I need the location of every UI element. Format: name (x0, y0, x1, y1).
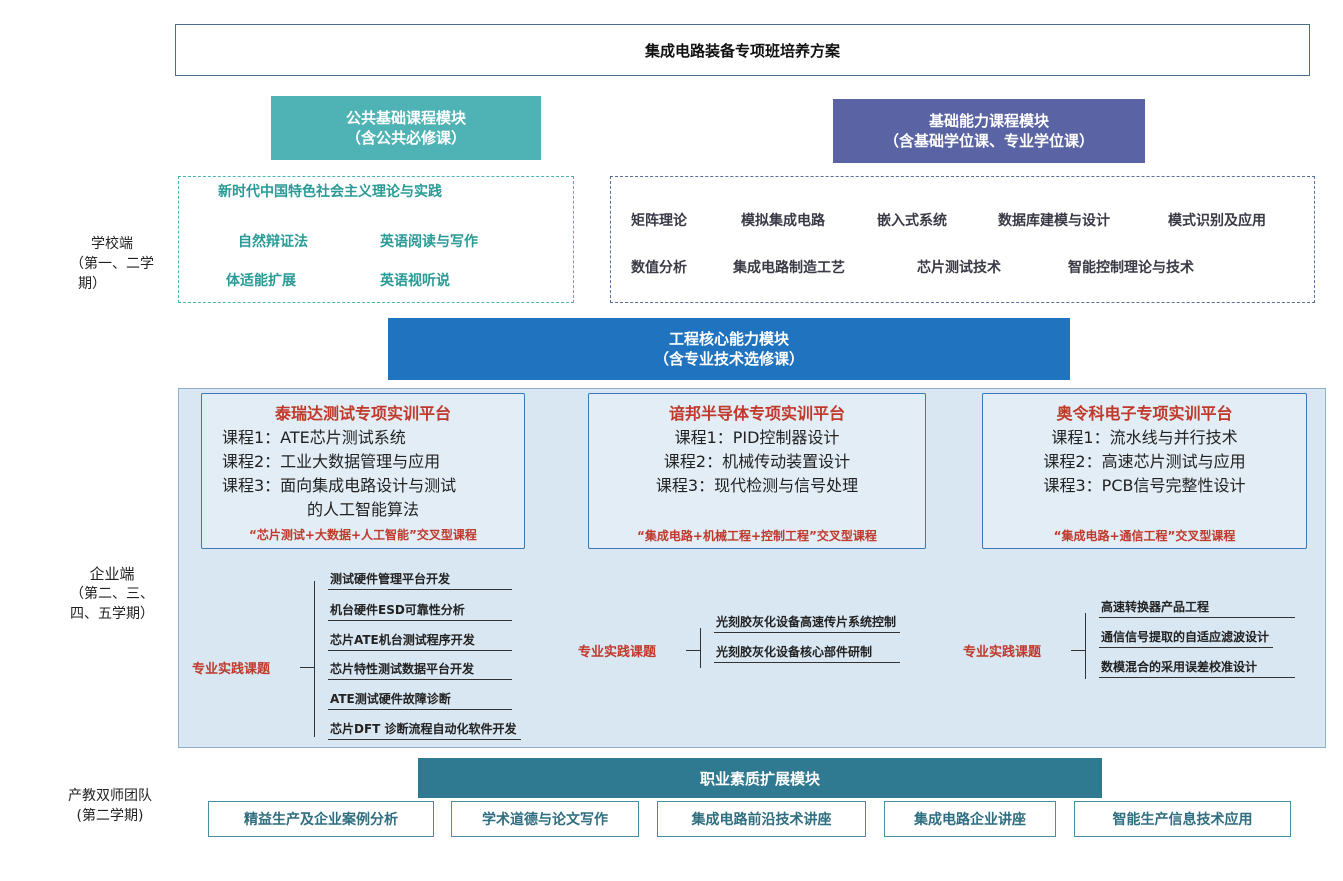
connector-line (1071, 650, 1085, 651)
public-module-subtitle: （含公共必修课） (345, 129, 466, 147)
practice-label: 专业实践课题 (192, 662, 271, 677)
career-module-header: 职业素质扩展模块 (418, 758, 1102, 798)
basic-course: 嵌入式系统 (877, 213, 947, 229)
platform-course: 课程2：工业大数据管理与应用 (222, 451, 441, 471)
career-item-label: 集成电路企业讲座 (914, 812, 1026, 828)
practice-label: 专业实践课题 (963, 645, 1042, 660)
platform-course: 课程2：高速芯片测试与应用 (1043, 452, 1246, 471)
platform-course: 课程1：ATE芯片测试系统 (222, 427, 406, 447)
basic-module-header: 基础能力课程模块 （含基础学位课、专业学位课） (833, 99, 1145, 163)
school-label: 学校端 （第一、二学 期） (48, 232, 176, 296)
platform-title: 奥令科电子专项实训平台 (1056, 404, 1233, 423)
platform-course: 课程1：流水线与并行技术 (1051, 428, 1238, 447)
public-courses-box (178, 176, 574, 303)
faculty-label: 产教双师团队 (第二学期) (40, 783, 180, 829)
practice-topic: 芯片特性测试数据平台开发 (328, 660, 512, 680)
school-label-line1: 学校端 (91, 236, 133, 252)
basic-module-title: 基础能力课程模块 (928, 112, 1049, 130)
practice-topic: 测试硬件管理平台开发 (328, 570, 512, 590)
core-module-subtitle: （含专业技术选修课） (653, 350, 804, 368)
basic-course: 模拟集成电路 (741, 213, 825, 229)
enterprise-label-line2: （第二、三、 (70, 586, 154, 602)
school-label-line2: （第一、二学 (70, 256, 154, 272)
career-item: 精益生产及企业案例分析 (208, 801, 434, 837)
page-title: 集成电路装备专项班培养方案 (644, 41, 840, 60)
public-course: 英语视听说 (380, 273, 450, 289)
bracket-line (1085, 613, 1086, 679)
platform-title: 谙邦半导体专项实训平台 (668, 404, 845, 423)
career-item: 集成电路前沿技术讲座 (657, 801, 866, 837)
basic-courses-box (610, 176, 1315, 303)
platform-tag: “集成电路+机械工程+控制工程”交叉型课程 (637, 529, 877, 543)
connector-line (686, 650, 700, 651)
practice-topic: ATE测试硬件故障诊断 (328, 690, 512, 710)
career-module-title: 职业素质扩展模块 (699, 769, 820, 788)
public-course: 新时代中国特色社会主义理论与实践 (218, 184, 442, 200)
practice-topic: 芯片DFT 诊断流程自动化软件开发 (328, 720, 521, 740)
career-item-label: 精益生产及企业案例分析 (244, 812, 398, 828)
practice-topic: 数模混合的采用误差校准设计 (1099, 658, 1295, 678)
basic-module-subtitle: （含基础学位课、专业学位课） (883, 132, 1094, 150)
public-module-title: 公共基础课程模块 (345, 109, 466, 127)
basic-course: 芯片测试技术 (917, 260, 1001, 276)
platform-card: 奥令科电子专项实训平台 课程1：流水线与并行技术 课程2：高速芯片测试与应用 课… (982, 393, 1307, 549)
faculty-label-line2: (第二学期) (76, 808, 144, 824)
platform-course: 课程2：机械传动装置设计 (663, 452, 851, 471)
basic-course: 智能控制理论与技术 (1068, 260, 1194, 276)
practice-topic: 芯片ATE机台测试程序开发 (328, 631, 512, 651)
enterprise-label: 企业端 （第二、三、 四、五学期） (48, 562, 176, 626)
practice-topic: 机台硬件ESD可靠性分析 (328, 601, 512, 621)
bracket-line (314, 581, 315, 737)
career-item-label: 集成电路前沿技术讲座 (691, 812, 832, 828)
career-item-label: 学术道德与论文写作 (482, 812, 608, 828)
platform-tag: “集成电路+通信工程”交叉型课程 (1053, 529, 1236, 543)
public-course: 体适能扩展 (226, 273, 296, 289)
practice-label: 专业实践课题 (578, 645, 657, 660)
core-module-header: 工程核心能力模块 （含专业技术选修课） (388, 318, 1070, 380)
public-module-header: 公共基础课程模块 （含公共必修课） (271, 96, 541, 160)
platform-card: 泰瑞达测试专项实训平台 课程1：ATE芯片测试系统 课程2：工业大数据管理与应用… (201, 393, 525, 549)
platform-course: 的人工智能算法 (306, 499, 419, 519)
practice-topic: 高速转换器产品工程 (1099, 598, 1295, 618)
platform-course: 课程3：PCB信号完整性设计 (1043, 476, 1246, 495)
platform-tag: “芯片测试+大数据+人工智能”交叉型课程 (249, 527, 477, 542)
basic-course: 模式识别及应用 (1168, 213, 1266, 229)
basic-course: 数值分析 (631, 260, 687, 276)
platform-title: 泰瑞达测试专项实训平台 (274, 403, 451, 423)
career-item: 集成电路企业讲座 (884, 801, 1056, 837)
career-item: 学术道德与论文写作 (451, 801, 639, 837)
public-course: 自然辩证法 (238, 234, 308, 250)
career-item: 智能生产信息技术应用 (1074, 801, 1291, 837)
core-module-title: 工程核心能力模块 (668, 330, 789, 348)
platform-card: 谙邦半导体专项实训平台 课程1：PID控制器设计 课程2：机械传动装置设计 课程… (588, 393, 926, 549)
title-box: 集成电路装备专项班培养方案 (175, 24, 1310, 76)
basic-course: 矩阵理论 (631, 213, 687, 229)
platform-course: 课程1：PID控制器设计 (674, 428, 840, 447)
connector-line (300, 667, 314, 668)
platform-course: 课程3：现代检测与信号处理 (655, 476, 859, 495)
school-label-line3: 期） (78, 276, 106, 292)
public-course: 英语阅读与写作 (380, 234, 478, 250)
enterprise-label-line3: 四、五学期） (70, 606, 154, 622)
platform-course: 课程3：面向集成电路设计与测试 (222, 475, 457, 495)
basic-course: 数据库建模与设计 (998, 213, 1110, 229)
practice-topic: 光刻胶灰化设备核心部件研制 (714, 643, 900, 663)
basic-course: 集成电路制造工艺 (733, 260, 845, 276)
career-item-label: 智能生产信息技术应用 (1112, 812, 1253, 828)
practice-topic: 通信信号提取的自适应滤波设计 (1099, 628, 1274, 648)
enterprise-label-line1: 企业端 (89, 565, 135, 583)
faculty-label-line1: 产教双师团队 (68, 788, 152, 804)
practice-topic: 光刻胶灰化设备高速传片系统控制 (714, 613, 901, 633)
bracket-line (700, 628, 701, 668)
